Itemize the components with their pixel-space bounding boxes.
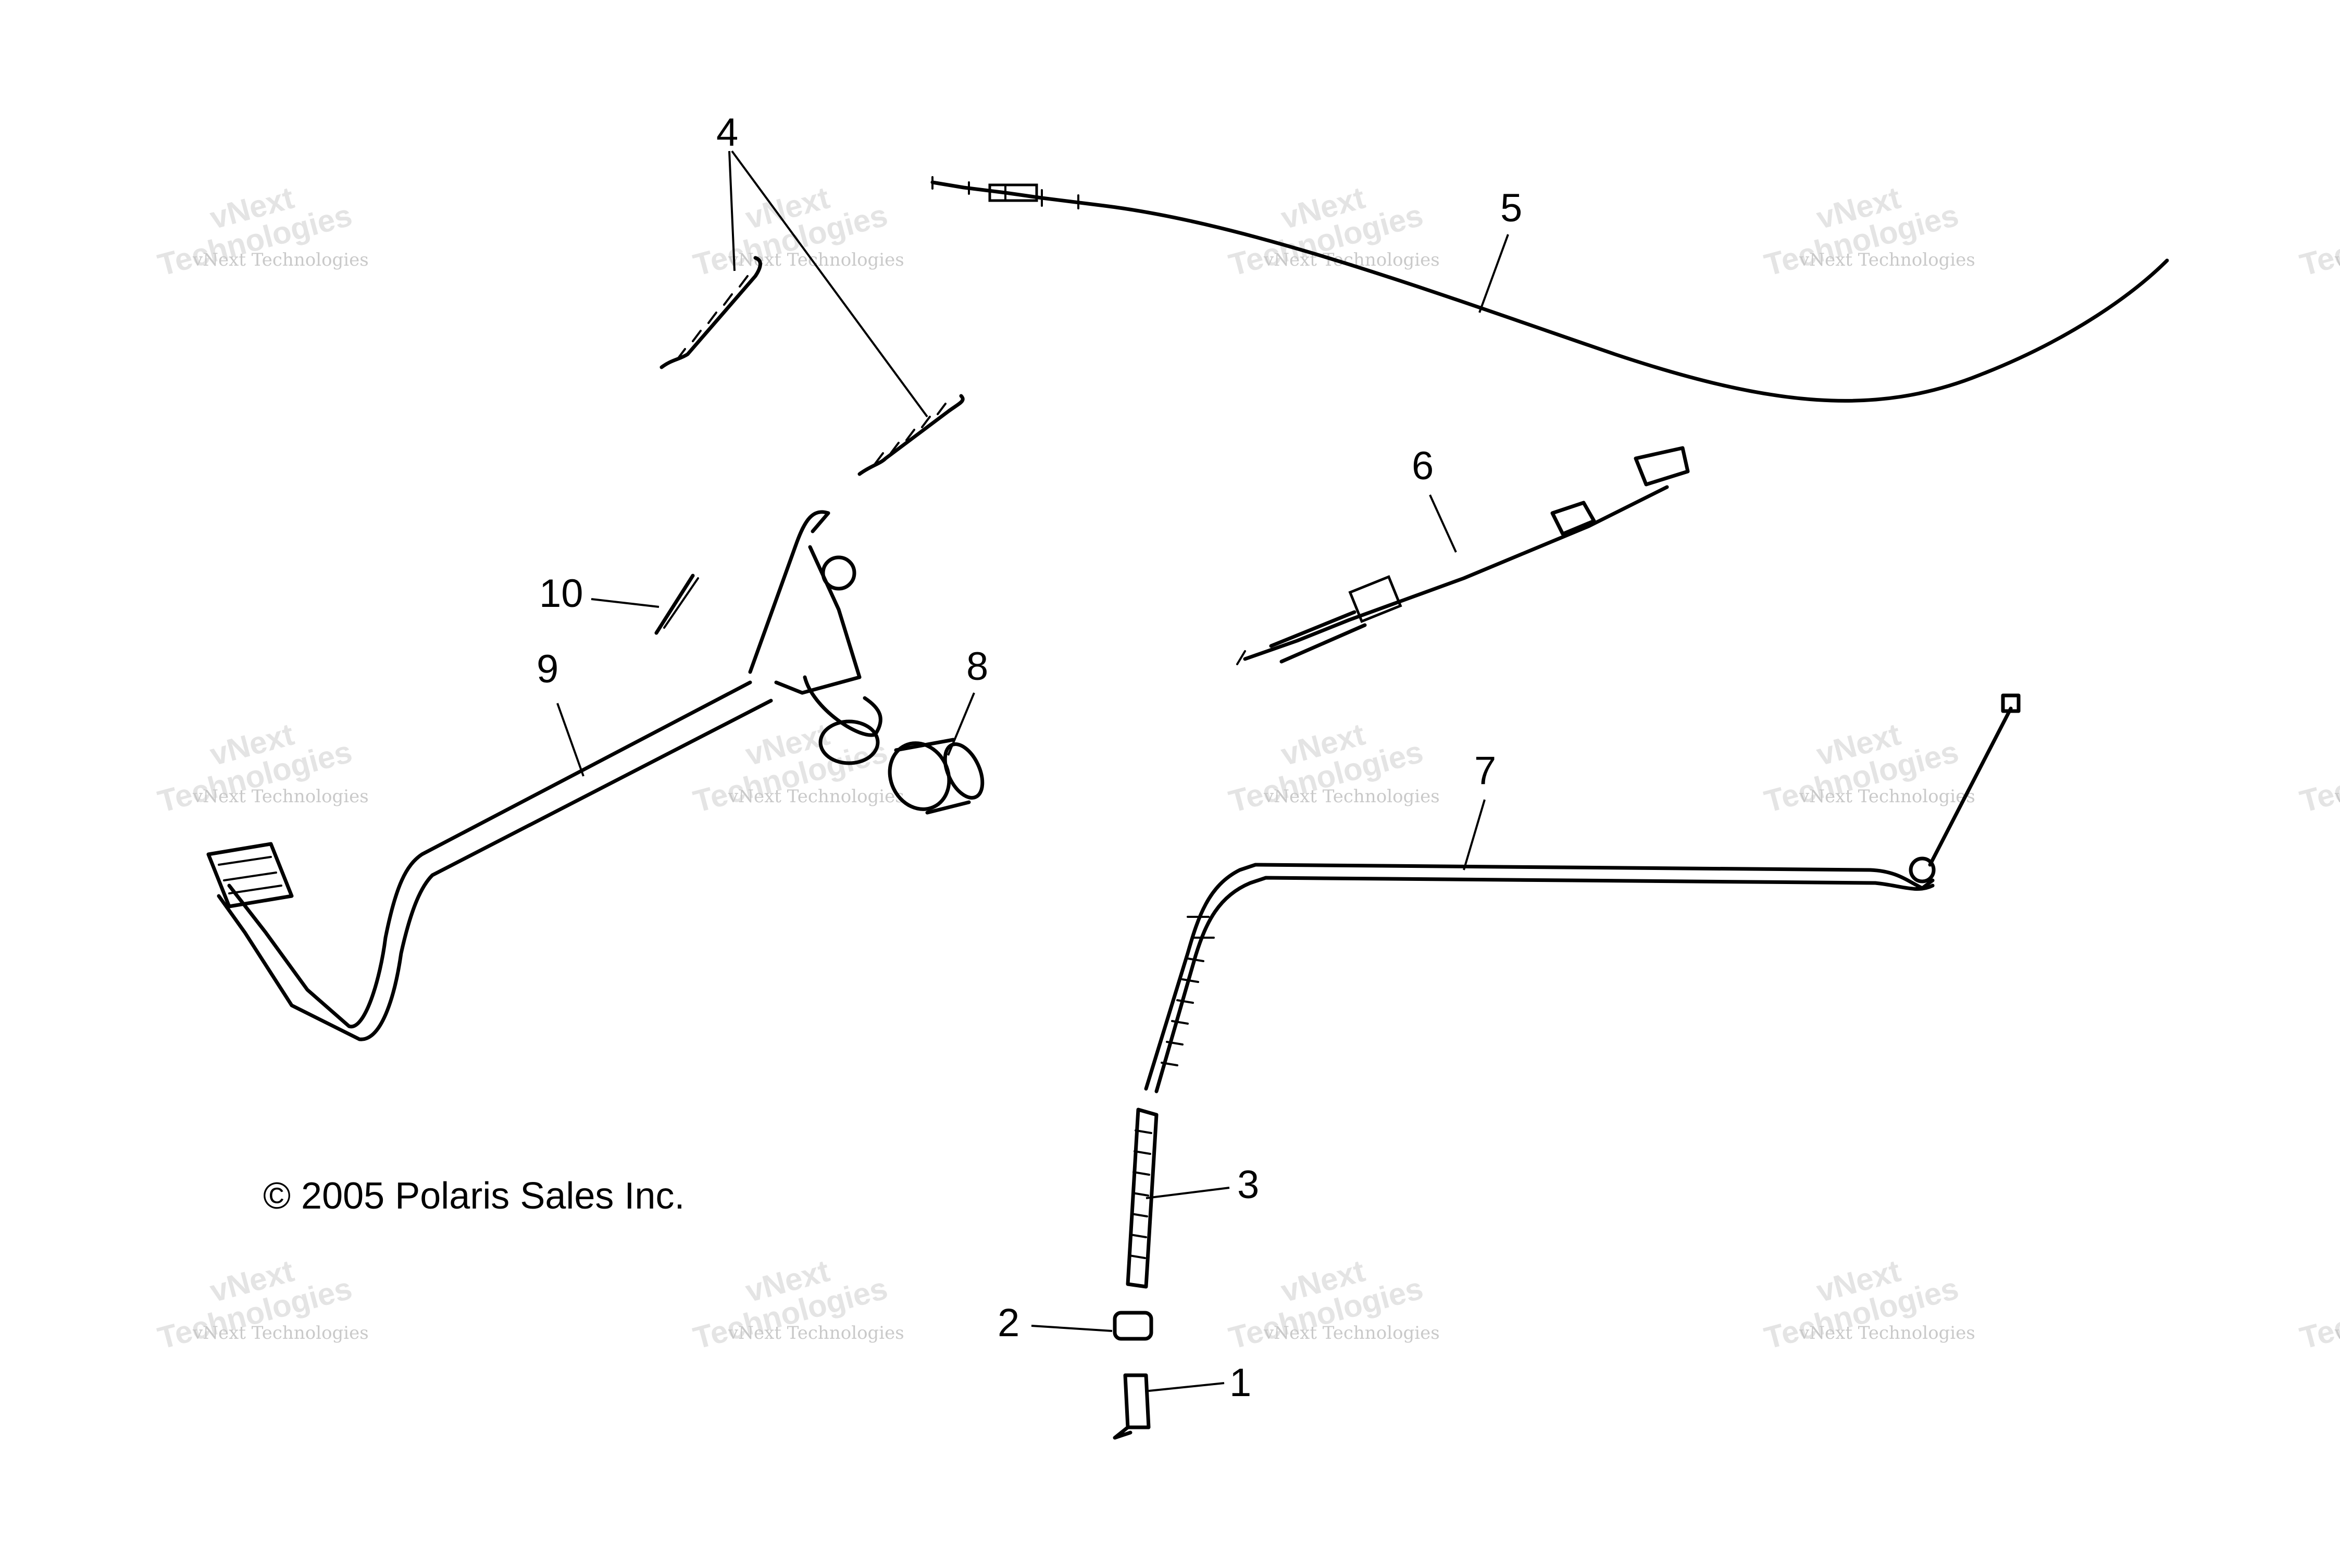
watermark-small: vNext Technologies <box>2334 1323 2340 1343</box>
part-6-rod <box>1236 446 1690 665</box>
watermark-small: vNext Technologies <box>192 250 369 270</box>
callout-2: 2 <box>998 1301 1019 1345</box>
watermark-small: vNext Technologies <box>192 786 369 807</box>
callout-8: 8 <box>966 644 988 689</box>
watermark-small: vNext Technologies <box>728 250 904 270</box>
watermark-big-line2: Technologies <box>2296 1271 2340 1356</box>
callout-3: 3 <box>1237 1163 1259 1207</box>
watermark-small: vNext Technologies <box>2334 786 2340 807</box>
callout-6: 6 <box>1412 444 1434 488</box>
part-10-pin <box>654 574 699 635</box>
callout-10: 10 <box>539 571 583 616</box>
watermark-small: vNext Technologies <box>728 786 904 807</box>
watermark-small: vNext Technologies <box>2334 250 2340 270</box>
watermark-big-line2: Technologies <box>2296 197 2340 283</box>
callout-labels: 4 5 6 10 9 8 7 3 2 1 <box>537 110 1522 1405</box>
part-8-bushing <box>888 738 985 815</box>
callout-1: 1 <box>1229 1361 1251 1405</box>
part-9-pedal <box>206 510 882 1041</box>
callout-4: 4 <box>716 110 738 155</box>
watermark-small: vNext Technologies <box>1799 1323 1975 1343</box>
callout-5: 5 <box>1500 186 1522 230</box>
watermark-small: vNext Technologies <box>1263 250 1440 270</box>
watermark-small: vNext Technologies <box>1799 786 1975 807</box>
part-7-cable-assembly <box>1144 693 2021 1093</box>
part-5-cable <box>930 176 2169 403</box>
part-3-boot <box>1126 1107 1159 1289</box>
watermark-small: vNext Technologies <box>1263 1323 1440 1343</box>
part-1-fitting <box>1113 1373 1151 1440</box>
watermark-small: vNext Technologies <box>1799 250 1975 270</box>
part-2-nut <box>1113 1311 1153 1341</box>
callout-9: 9 <box>537 647 558 691</box>
leader-lines <box>556 150 1509 1392</box>
callout-7: 7 <box>1474 749 1496 793</box>
watermark-big-line2: Technologies <box>2296 734 2340 819</box>
watermark-small: vNext Technologies <box>192 1323 369 1343</box>
watermark-small: vNext Technologies <box>1263 786 1440 807</box>
watermark-small: vNext Technologies <box>728 1323 904 1343</box>
copyright-notice: © 2005 Polaris Sales Inc. <box>263 1175 684 1217</box>
part-4-springs <box>659 256 965 476</box>
